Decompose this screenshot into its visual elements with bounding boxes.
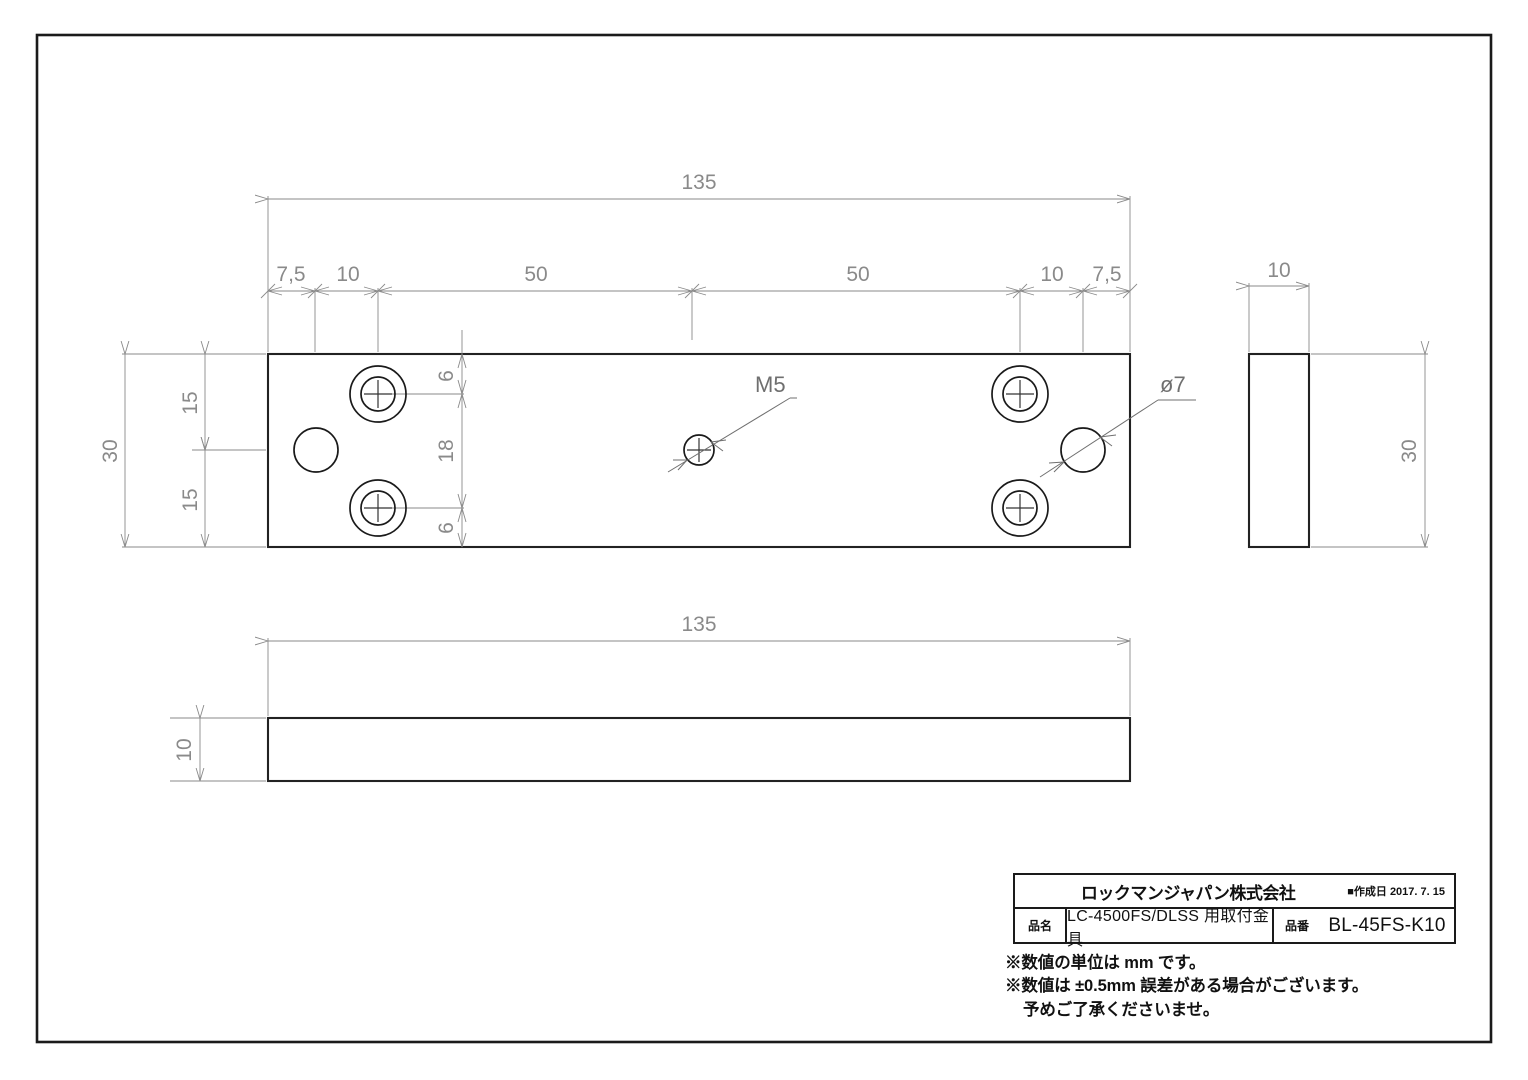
front-view-top-extension-lines [267,196,1131,352]
callout-m5-text: M5 [755,372,786,397]
dim-inner-chain [457,353,467,548]
dim-inner-chain-labels: 6 18 6 [435,370,458,534]
part-code-value: BL-45FS-K10 [1328,914,1446,936]
side-view-extension-lines [1248,283,1428,548]
drawing-notes: ※数値の単位は mm です。 ※数値は ±0.5mm 誤差がある場合がございます… [1005,952,1475,1022]
dim-left-overall-text: 30 [99,439,122,462]
counterbore-upper-left [349,365,407,423]
side-view-outline [1247,352,1311,549]
dim-inner-top-text: 6 [435,370,458,382]
front-view-left-extension-lines [122,353,266,548]
dim-bottom-overall-text: 135 [681,613,716,636]
dim-bottom-overall: 135 [268,613,1130,641]
dim-bottom-thickness: 10 [173,718,200,781]
dim-inner-bottom-text: 6 [435,522,458,534]
dim-inner-mid-text: 18 [435,439,458,462]
creation-date-label: ■作成日 [1347,886,1387,898]
dim-chain-1: 10 [336,263,359,286]
dim-chain-2: 50 [524,263,547,286]
callout-m5-leader [667,397,797,473]
dim-chain-5: 7,5 [1092,263,1121,286]
counterbore-upper-right [991,365,1049,423]
counterbore-lower-right [991,479,1049,537]
dim-top-overall-text: 135 [681,171,716,194]
callout-d7-text: ø7 [1160,372,1186,397]
dim-left-upper-text: 15 [179,391,202,414]
note-line-2: ※数値は ±0.5mm 誤差がある場合がございます。 [1005,977,1369,996]
dim-chain-0: 7,5 [276,263,305,286]
dim-chain-3: 50 [846,263,869,286]
dim-left-upper-15: 15 [179,354,205,450]
thread-hole-center [683,434,715,466]
dim-top-overall: 135 [268,171,1130,199]
part-name-label: 品名 [1015,909,1067,942]
title-block-header-row: ロックマンジャパン株式会社 ■作成日 2017. 7. 15 [1015,875,1454,909]
front-view-inner-extension-lines [378,330,464,509]
note-line-1: ※数値の単位は mm です。 [1005,954,1206,972]
through-hole-left [293,427,339,473]
front-view-outline [266,352,1132,549]
dim-left-lower-15: 15 [179,450,205,547]
dim-side-width-text: 10 [1267,259,1290,282]
part-code-label: 品番 [1284,919,1309,933]
dim-chain-4: 10 [1040,263,1063,286]
counterbore-lower-left [349,479,407,537]
top-view-outline [266,716,1132,783]
company-name: ロックマンジャパン株式会社 [1080,883,1296,903]
title-block-detail-row: 品名 LC-4500FS/DLSS 用取付金具 品番 BL-45FS-K10 [1015,908,1454,949]
part-name-value: LC-4500FS/DLSS 用取付金具 [1067,908,1274,949]
dim-side-height-text: 30 [1398,439,1421,462]
dim-left-lower-text: 15 [179,488,202,511]
dim-top-chain-line [260,283,1138,299]
dim-side-width: 10 [1249,259,1309,286]
dim-bottom-thickness-text: 10 [173,738,196,761]
sheet-border [35,33,1493,1044]
through-hole-right [1060,427,1106,473]
dim-side-height: 30 [1398,354,1425,547]
note-line-3: 予めご了承くださいませ。 [1023,1000,1220,1019]
creation-date-value: 2017. 7. 15 [1389,886,1445,898]
title-block: ロックマンジャパン株式会社 ■作成日 2017. 7. 15 品名 LC-450… [1013,873,1456,949]
top-view-extension-lines [170,638,1131,782]
dim-left-overall: 30 [99,354,125,547]
callout-d7-leader [1039,399,1196,478]
creation-date: ■作成日 2017. 7. 15 [1347,883,1454,899]
dim-top-chain-labels: 7,5 10 50 50 10 7,5 [276,263,1121,286]
